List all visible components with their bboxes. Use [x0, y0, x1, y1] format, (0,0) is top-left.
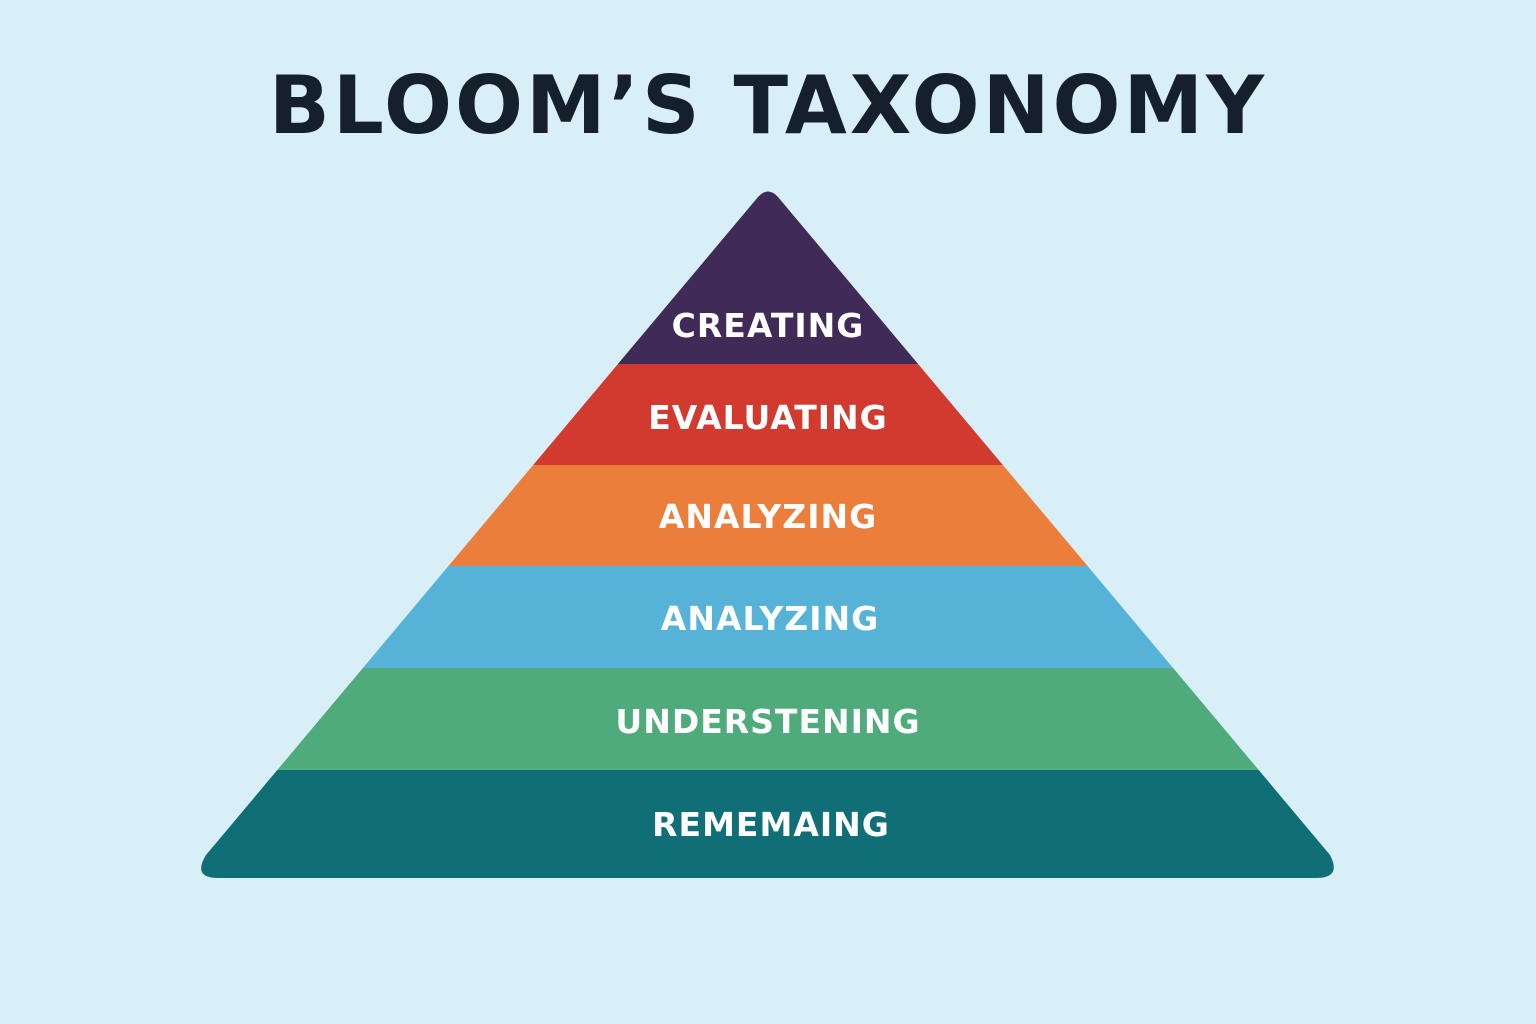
level-band-rememaing — [201, 770, 1334, 878]
level-label-analyzing: ANALYZING — [659, 497, 877, 536]
level-label-rememaing: REMEMAING — [652, 805, 890, 844]
page-title: BLOOM’S TAXONOMY — [268, 59, 1268, 152]
level-label-evaluating: EVALUATING — [648, 398, 888, 437]
level-label-understening: UNDERSTENING — [615, 702, 920, 741]
level-label-creating: CREATING — [672, 306, 865, 345]
level-label-analyzing-second: ANALYZING — [661, 599, 879, 638]
level-band-understening — [201, 668, 1334, 770]
